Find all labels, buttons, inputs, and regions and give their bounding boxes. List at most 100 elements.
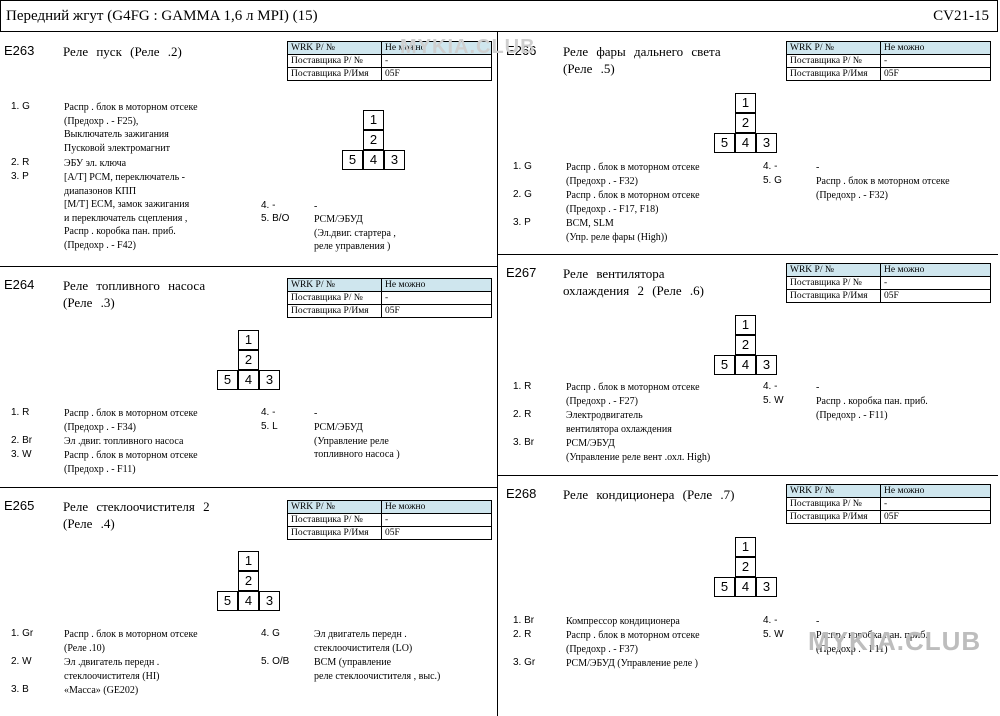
connector-pin-p5: 5 xyxy=(217,591,238,611)
pin-description: [M/T] ECM, замок зажигания xyxy=(64,199,190,210)
connector-pin-p4: 4 xyxy=(238,591,259,611)
divider-e264 xyxy=(0,487,497,488)
wrk-value: Не можно xyxy=(381,41,492,55)
connector-pin-p3: 3 xyxy=(756,133,777,153)
pin-number: 4. - xyxy=(261,200,276,211)
pin-description: (Предохр . - F32) xyxy=(566,175,638,187)
pin-description: Распр . блок в моторном отсеке xyxy=(64,102,198,113)
divider-e266 xyxy=(498,254,998,255)
pin-description: Распр . коробка пан. приб. xyxy=(816,630,928,641)
pin-description: реле управления ) xyxy=(314,241,391,252)
wrk-label: Поставщика Р/ № xyxy=(786,276,881,290)
pin-number: 5. L xyxy=(261,421,278,432)
pin-description: Распр . блок в моторном отсеке xyxy=(816,176,950,187)
pin-description: BCM (управление xyxy=(314,657,392,668)
pin-description: - xyxy=(816,162,820,173)
wrk-label: WRK Р/ № xyxy=(287,41,382,55)
pin-description: диапазонов КПП xyxy=(64,185,137,197)
connector-pin-p1: 1 xyxy=(735,93,756,113)
pin-description: Пусковой электромагнит xyxy=(64,142,170,154)
pin-description: (Предохр . - F42) xyxy=(64,239,136,251)
connector-pin-p2: 2 xyxy=(363,130,384,150)
pin-number: 5. W xyxy=(763,395,784,406)
pin-number: 4. - xyxy=(261,407,276,418)
pin-description: (Предохр . - F17, F18) xyxy=(566,203,659,215)
pin-number: 3. W xyxy=(11,449,32,460)
wrk-value: 05F xyxy=(381,526,492,540)
connector-pin-p1: 1 xyxy=(363,110,384,130)
pin-number: 1. R xyxy=(513,381,532,392)
pin-description: Эл двигатель передн . xyxy=(314,629,407,640)
pin-description: Распр . блок в моторном отсеке xyxy=(566,382,700,393)
pin-number: 2. G xyxy=(513,189,532,200)
connector-code: E266 xyxy=(506,43,537,58)
wrk-value: Не можно xyxy=(381,500,492,514)
pin-description: Распр . блок в моторном отсеке xyxy=(566,630,700,641)
connector-pin-p2: 2 xyxy=(735,557,756,577)
pin-number: 1. Br xyxy=(513,615,535,626)
pin-number: 5. O/B xyxy=(261,656,290,667)
wrk-label: Поставщика Р/Имя xyxy=(786,67,881,81)
connector-pin-p3: 3 xyxy=(384,150,405,170)
connector-pin-p1: 1 xyxy=(735,315,756,335)
connector-pin-p1: 1 xyxy=(735,537,756,557)
connector-pin-p4: 4 xyxy=(735,133,756,153)
pin-description: (Эл.двиг. стартера , xyxy=(314,227,396,239)
connector-pin-p2: 2 xyxy=(735,335,756,355)
connector-pin-p4: 4 xyxy=(238,370,259,390)
connector-pin-p3: 3 xyxy=(756,577,777,597)
pin-number: 2. R xyxy=(513,409,532,420)
pin-description: реле стеклоочистителя , выс.) xyxy=(314,670,441,682)
pin-description: BCM, SLM xyxy=(566,218,614,229)
pin-description: PCM/ЭБУД xyxy=(314,422,363,433)
connector-title-line2: (Реле .3) xyxy=(63,295,115,310)
pin-description: (Предохр . - F37) xyxy=(566,643,638,655)
pin-description: PCM/ЭБУД xyxy=(314,214,363,225)
pin-description: ЭБУ эл. ключа xyxy=(64,158,127,169)
pin-description: (Предохр . - F11) xyxy=(816,643,888,655)
pin-description: стеклоочистителя (HI) xyxy=(64,670,160,682)
connector-code: E268 xyxy=(506,486,537,501)
pin-description: - xyxy=(816,382,820,393)
pin-description: Распр . блок в моторном отсеке xyxy=(64,408,198,419)
pin-number: 1. Gr xyxy=(11,628,34,639)
pin-number: 3. Gr xyxy=(513,657,536,668)
wrk-label: WRK Р/ № xyxy=(786,41,881,55)
wrk-value: Не можно xyxy=(880,41,991,55)
pin-description: Распр . блок в моторном отсеке xyxy=(64,450,198,461)
wrk-label: WRK Р/ № xyxy=(287,500,382,514)
connector-pin-p2: 2 xyxy=(735,113,756,133)
divider-e263 xyxy=(0,266,497,267)
pin-description: Распр . коробка пан. приб. xyxy=(816,396,928,407)
wrk-value: 05F xyxy=(381,304,492,318)
pin-description: (Предохр . - F11) xyxy=(64,463,136,475)
pin-number: 3. P xyxy=(11,171,29,182)
pin-number: 4. - xyxy=(763,615,778,626)
pin-number: 2. R xyxy=(513,629,532,640)
pin-description: Эл .двигатель передн . xyxy=(64,657,160,668)
connector-pin-p4: 4 xyxy=(735,577,756,597)
pin-description: топливного насоса ) xyxy=(314,449,400,460)
pin-description: (Предохр . - F32) xyxy=(816,189,888,201)
pin-number: 1. G xyxy=(11,101,30,112)
connector-pin-p4: 4 xyxy=(735,355,756,375)
connector-pin-p5: 5 xyxy=(714,577,735,597)
pin-description: Эл .двиг. топливного насоса xyxy=(64,436,184,447)
wrk-label: Поставщика Р/Имя xyxy=(287,67,382,81)
connector-pin-p5: 5 xyxy=(342,150,363,170)
pin-number: 1. R xyxy=(11,407,30,418)
connector-title: Реле пуск (Реле .2) xyxy=(63,44,182,59)
pin-number: 2. Br xyxy=(11,435,33,446)
pin-description: Выключатель зажигания xyxy=(64,129,169,140)
pin-number: 5. B/O xyxy=(261,213,290,224)
wrk-label: Поставщика Р/Имя xyxy=(786,510,881,524)
wrk-label: Поставщика Р/Имя xyxy=(287,526,382,540)
pin-description: [A/T] PCM, переключатель - xyxy=(64,172,185,183)
connector-pin-p5: 5 xyxy=(714,133,735,153)
